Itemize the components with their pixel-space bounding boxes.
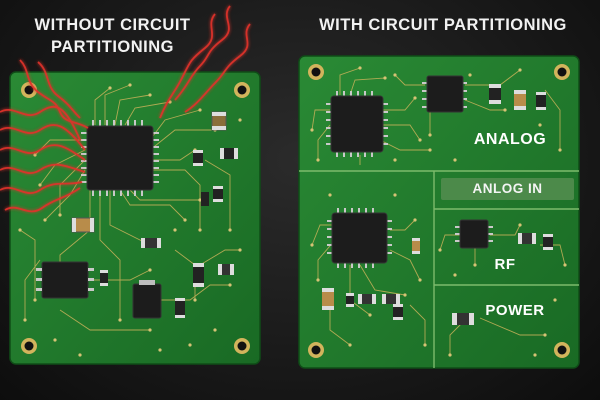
zone-label-analog-in: ANLOG IN <box>441 178 574 200</box>
analog-small-ic <box>422 75 467 113</box>
left-components <box>36 111 238 319</box>
left-title-line1: WITHOUT CIRCUIT <box>34 16 191 34</box>
zone-label-analog: ANALOG <box>473 131 547 148</box>
right-panel-title: WITH CIRCUIT PARTITIONING <box>319 16 567 34</box>
zone-label-power: POWER <box>485 302 545 319</box>
zone-label-rf: RF <box>494 256 516 273</box>
analog-in-components <box>322 238 420 320</box>
left-pcb-board <box>9 71 261 365</box>
left-title-line2: PARTITIONING <box>50 38 175 56</box>
power-components <box>452 313 474 325</box>
left-main-chip <box>81 120 159 196</box>
rf-components <box>518 233 553 250</box>
partition-lines <box>299 170 579 368</box>
interference-waves <box>0 5 251 213</box>
analog-in-chip <box>327 208 392 268</box>
analog-components <box>489 84 546 110</box>
right-vias <box>310 66 567 357</box>
left-panel-title: WITHOUT CIRCUIT PARTITIONING <box>20 14 205 58</box>
right-mounting-holes <box>308 64 570 358</box>
rf-chip <box>455 219 493 249</box>
analog-main-chip <box>326 91 388 157</box>
right-pcb-board <box>298 55 580 369</box>
